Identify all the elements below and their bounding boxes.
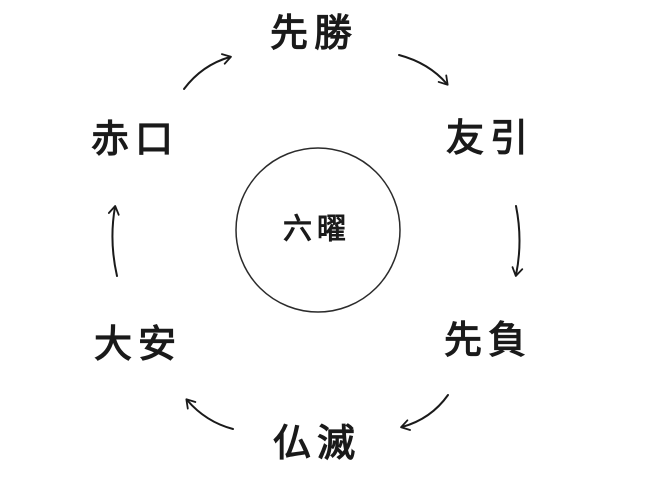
arrow-sensho-to-tomobiki-icon <box>398 54 449 86</box>
arrow-senbu-to-butsumetsu-icon <box>400 394 449 431</box>
node-label-tomobiki: 友引 <box>445 116 535 160</box>
arrow-butsumetsu-to-taian-icon <box>185 398 234 430</box>
arrow-tomobiki-to-senbu-icon <box>511 205 524 277</box>
arrow-shakko-to-sensho-icon <box>183 53 232 90</box>
arrow-taian-to-shakko-icon <box>107 205 120 277</box>
center-circle <box>235 147 401 313</box>
node-label-butsumetsu: 仏滅 <box>272 421 362 465</box>
node-label-sensho: 先勝 <box>269 11 359 55</box>
node-label-taian: 大安 <box>93 322 183 366</box>
center-label-rokuyo: 六曜 <box>282 211 352 246</box>
node-label-senbu: 先負 <box>443 318 533 362</box>
node-label-shakko: 赤口 <box>90 117 180 161</box>
